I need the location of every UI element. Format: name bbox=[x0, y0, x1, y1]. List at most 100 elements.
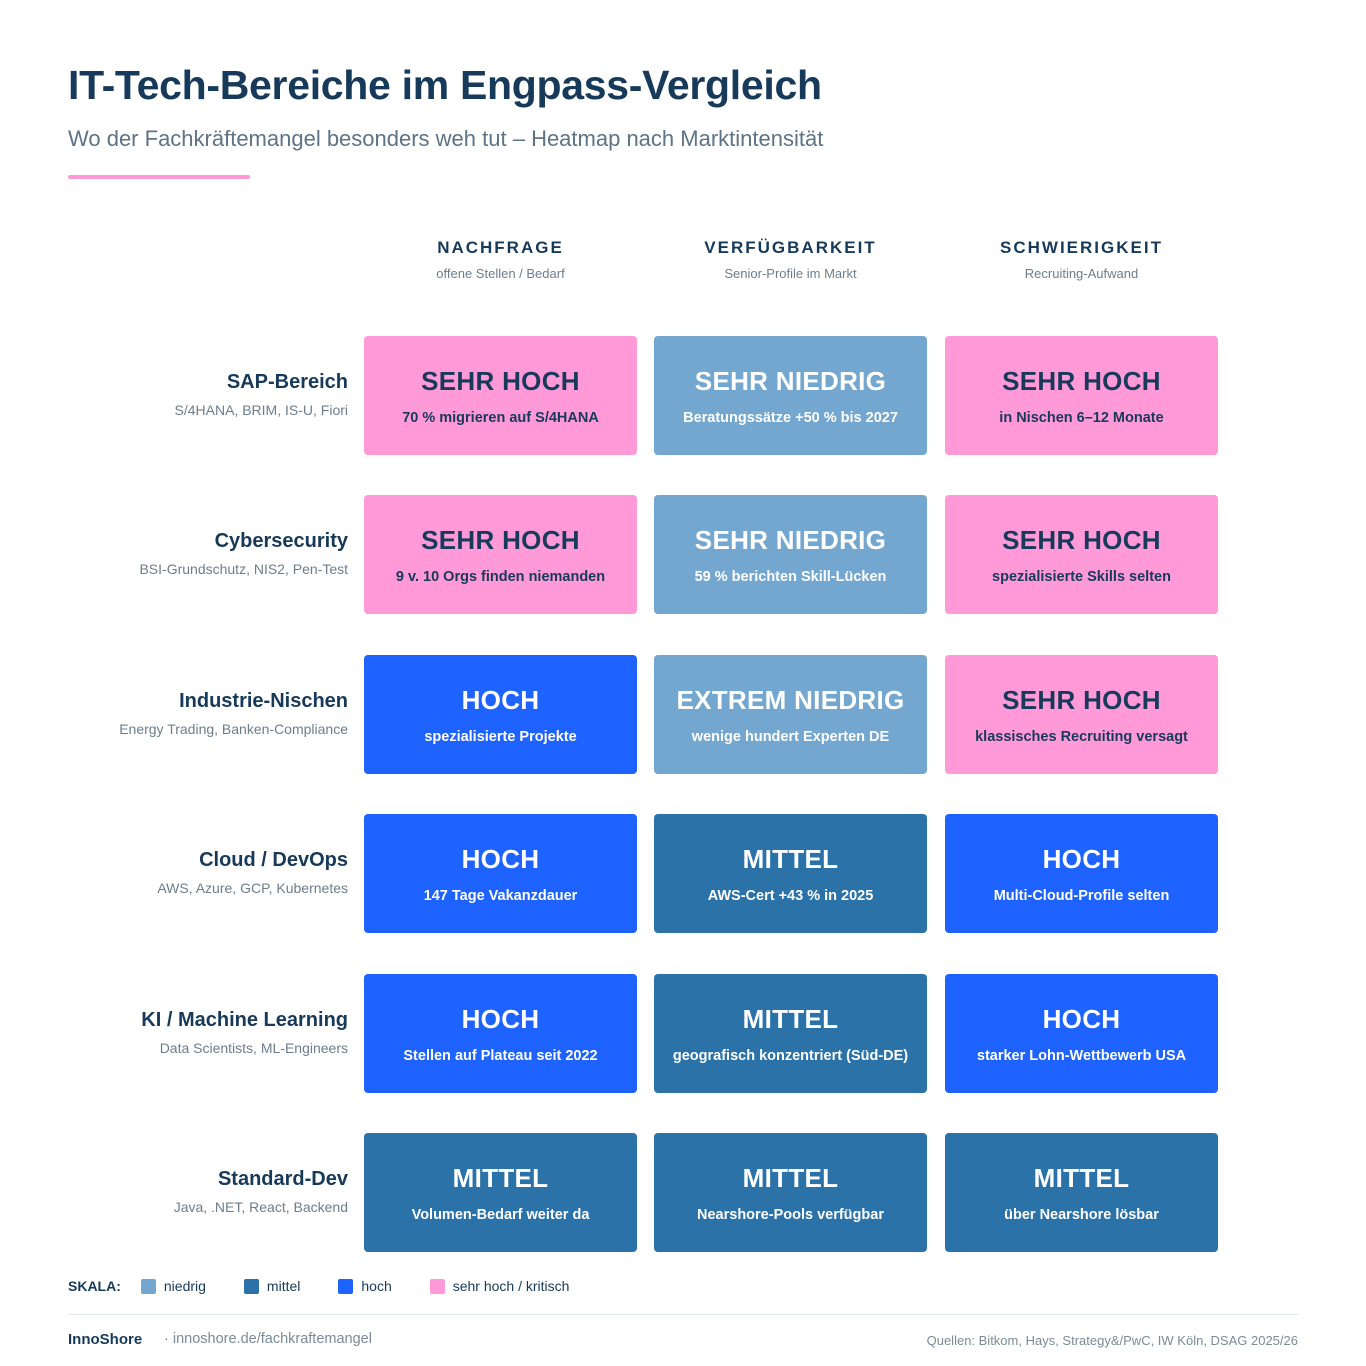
cell-level: SEHR HOCH bbox=[421, 524, 580, 555]
cell-note: Multi-Cloud-Profile selten bbox=[993, 887, 1170, 904]
legend: SKALA: niedrig mittel hoch sehr hoch / k… bbox=[68, 1276, 607, 1296]
page-title: IT-Tech-Bereiche im Engpass-Vergleich bbox=[68, 62, 822, 108]
legend-swatch-mittel bbox=[243, 1278, 259, 1294]
column-header-1: VERFÜGBARKEIT Senior-Profile im Markt bbox=[654, 238, 927, 281]
row-label-name: KI / Machine Learning bbox=[141, 1009, 348, 1031]
cell-level: SEHR NIEDRIG bbox=[694, 524, 887, 555]
column-header-sublabel: offene Stellen / Bedarf bbox=[436, 266, 565, 281]
footer-divider bbox=[68, 1314, 1298, 1315]
cell-level: SEHR HOCH bbox=[1002, 524, 1161, 555]
heatmap-cell-r5-c1: MITTEL Nearshore-Pools verfügbar bbox=[654, 1133, 927, 1252]
cell-level: MITTEL bbox=[742, 1003, 839, 1034]
footer-sources: Quellen: Bitkom, Hays, Strategy&/PwC, IW… bbox=[926, 1333, 1298, 1348]
column-header-label: SCHWIERIGKEIT bbox=[1000, 238, 1163, 257]
cell-note: in Nischen 6–12 Monate bbox=[999, 409, 1164, 426]
cell-note: klassisches Recruiting versagt bbox=[975, 728, 1188, 745]
heatmap-cell-r0-c1: SEHR NIEDRIG Beratungssätze +50 % bis 202… bbox=[654, 336, 927, 455]
column-header-0: NACHFRAGE offene Stellen / Bedarf bbox=[364, 238, 637, 281]
legend-title: SKALA: bbox=[68, 1278, 121, 1294]
cell-note: über Nearshore lösbar bbox=[1004, 1206, 1159, 1223]
heatmap-cell-r3-c2: HOCH Multi-Cloud-Profile selten bbox=[945, 814, 1218, 933]
cell-level: MITTEL bbox=[1033, 1162, 1130, 1193]
cell-level: SEHR HOCH bbox=[421, 365, 580, 396]
legend-swatch-hoch bbox=[338, 1278, 354, 1294]
cell-level: MITTEL bbox=[742, 843, 839, 874]
heatmap-cell-r5-c0: MITTEL Volumen-Bedarf weiter da bbox=[364, 1133, 637, 1252]
column-header-sublabel: Senior-Profile im Markt bbox=[724, 266, 857, 281]
row-label-detail: Data Scientists, ML-Engineers bbox=[159, 1040, 348, 1056]
heatmap-cell-r2-c1: EXTREM NIEDRIG wenige hundert Experten DE bbox=[654, 655, 927, 774]
heatmap-cell-r5-c2: MITTEL über Nearshore lösbar bbox=[945, 1133, 1218, 1252]
heatmap-cell-r1-c0: SEHR HOCH 9 v. 10 Orgs finden niemanden bbox=[364, 495, 637, 614]
cell-level: HOCH bbox=[1042, 843, 1121, 874]
page-subtitle: Wo der Fachkräftemangel besonders weh tu… bbox=[68, 126, 824, 151]
column-header-label: NACHFRAGE bbox=[437, 238, 564, 257]
legend-item-sehr-hoch: sehr hoch / kritisch bbox=[429, 1278, 570, 1294]
row-label-name: Standard-Dev bbox=[217, 1168, 348, 1190]
heatmap-cell-r1-c2: SEHR HOCH spezialisierte Skills selten bbox=[945, 495, 1218, 614]
row-label-detail: AWS, Azure, GCP, Kubernetes bbox=[157, 880, 348, 896]
row-label-name: SAP-Bereich bbox=[226, 371, 348, 393]
footer-url[interactable]: · innoshore.de/fachkraftemangel bbox=[164, 1331, 372, 1347]
legend-label-hoch: hoch bbox=[361, 1278, 392, 1294]
cell-level: HOCH bbox=[461, 1003, 540, 1034]
heatmap-cell-r1-c1: SEHR NIEDRIG 59 % berichten Skill-Lücken bbox=[654, 495, 927, 614]
row-label-name: Cybersecurity bbox=[214, 530, 348, 552]
cell-level: HOCH bbox=[1042, 1003, 1121, 1034]
cell-level: SEHR HOCH bbox=[1002, 684, 1161, 715]
legend-swatch-niedrig bbox=[140, 1278, 156, 1294]
legend-swatch-sehr-hoch bbox=[429, 1278, 445, 1294]
cell-note: 70 % migrieren auf S/4HANA bbox=[402, 409, 599, 426]
cell-level: HOCH bbox=[461, 684, 540, 715]
cell-level: MITTEL bbox=[742, 1162, 839, 1193]
heatmap-cell-r2-c2: SEHR HOCH klassisches Recruiting versagt bbox=[945, 655, 1218, 774]
cell-level: HOCH bbox=[461, 843, 540, 874]
row-label-detail: S/4HANA, BRIM, IS-U, Fiori bbox=[174, 402, 348, 418]
column-header-label: VERFÜGBARKEIT bbox=[704, 238, 877, 257]
legend-label-niedrig: niedrig bbox=[163, 1278, 206, 1294]
legend-label-sehr-hoch: sehr hoch / kritisch bbox=[452, 1278, 570, 1294]
legend-item-hoch: hoch bbox=[338, 1278, 392, 1294]
cell-note: spezialisierte Projekte bbox=[424, 728, 577, 745]
cell-note: Volumen-Bedarf weiter da bbox=[411, 1206, 590, 1223]
row-label-name: Industrie-Nischen bbox=[179, 690, 348, 712]
heatmap-cell-r2-c0: HOCH spezialisierte Projekte bbox=[364, 655, 637, 774]
cell-level: EXTREM NIEDRIG bbox=[676, 684, 905, 715]
cell-note: 59 % berichten Skill-Lücken bbox=[694, 568, 887, 585]
legend-item-niedrig: niedrig bbox=[140, 1278, 206, 1294]
heatmap-cell-r0-c0: SEHR HOCH 70 % migrieren auf S/4HANA bbox=[364, 336, 637, 455]
cell-note: Beratungssätze +50 % bis 2027 bbox=[683, 409, 898, 426]
cell-level: MITTEL bbox=[452, 1162, 549, 1193]
cell-note: geografisch konzentriert (Süd-DE) bbox=[672, 1047, 909, 1064]
legend-label-mittel: mittel bbox=[266, 1278, 301, 1294]
row-label-detail: BSI-Grundschutz, NIS2, Pen-Test bbox=[139, 561, 348, 577]
cell-note: wenige hundert Experten DE bbox=[691, 728, 890, 745]
column-header-2: SCHWIERIGKEIT Recruiting-Aufwand bbox=[945, 238, 1218, 281]
cell-note: 147 Tage Vakanzdauer bbox=[423, 887, 578, 904]
cell-note: spezialisierte Skills selten bbox=[992, 568, 1171, 585]
cell-note: Nearshore-Pools verfügbar bbox=[697, 1206, 884, 1223]
column-header-sublabel: Recruiting-Aufwand bbox=[1024, 266, 1139, 281]
row-label-name: Cloud / DevOps bbox=[199, 849, 348, 871]
heatmap-cell-r4-c1: MITTEL geografisch konzentriert (Süd-DE) bbox=[654, 974, 927, 1093]
cell-note: AWS-Cert +43 % in 2025 bbox=[707, 887, 874, 904]
title-accent-rule bbox=[68, 175, 250, 179]
cell-level: SEHR NIEDRIG bbox=[694, 365, 887, 396]
cell-note: 9 v. 10 Orgs finden niemanden bbox=[395, 568, 606, 585]
row-label-detail: Java, .NET, React, Backend bbox=[173, 1199, 348, 1215]
heatmap-cell-r3-c0: HOCH 147 Tage Vakanzdauer bbox=[364, 814, 637, 933]
heatmap-cell-r0-c2: SEHR HOCH in Nischen 6–12 Monate bbox=[945, 336, 1218, 455]
heatmap-cell-r3-c1: MITTEL AWS-Cert +43 % in 2025 bbox=[654, 814, 927, 933]
cell-level: SEHR HOCH bbox=[1002, 365, 1161, 396]
legend-item-mittel: mittel bbox=[243, 1278, 301, 1294]
footer-brand: InnoShore bbox=[68, 1331, 143, 1348]
row-label-detail: Energy Trading, Banken-Compliance bbox=[119, 721, 348, 737]
